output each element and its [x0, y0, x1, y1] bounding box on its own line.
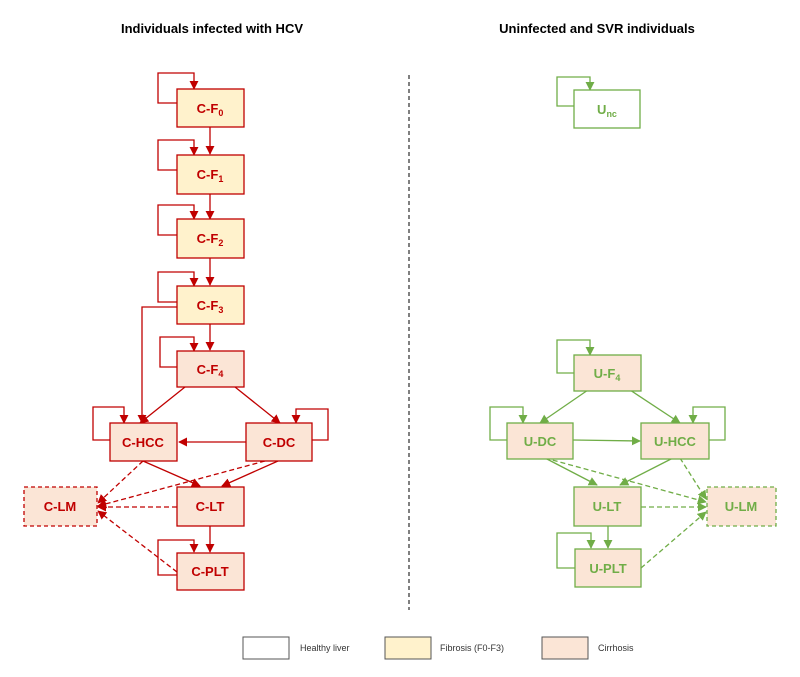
title-hcv: Individuals infected with HCV	[121, 21, 303, 36]
node-u-hcc: U-HCC	[640, 422, 710, 460]
svg-text:U-DC: U-DC	[524, 434, 557, 449]
node-c-hcc: C-HCC	[109, 422, 178, 462]
legend-item-cirrhosis: Cirrhosis	[541, 636, 634, 660]
node-c-plt: C-PLT	[176, 552, 245, 591]
svg-text:C-DC: C-DC	[263, 435, 296, 450]
svg-text:U-PLT: U-PLT	[589, 561, 626, 576]
svr-edges	[489, 76, 726, 569]
node-c-f0: C-F0	[176, 88, 245, 128]
svr-dashed-edges	[544, 457, 707, 569]
node-c-lm: C-LM	[23, 486, 98, 527]
hcv-edges	[92, 72, 329, 576]
legend-item-fibrosis: Fibrosis (F0-F3)	[384, 636, 504, 660]
svg-text:Fibrosis (F0-F3): Fibrosis (F0-F3)	[440, 643, 504, 653]
svg-text:C-F3: C-F3	[197, 298, 224, 315]
legend-item-healthy: Healthy liver	[242, 636, 350, 660]
svg-text:Healthy liver: Healthy liver	[300, 643, 350, 653]
svg-text:U-HCC: U-HCC	[654, 434, 696, 449]
node-c-f2: C-F2	[176, 218, 245, 259]
svg-text:C-LM: C-LM	[44, 499, 77, 514]
node-u-lm: U-LM	[706, 486, 777, 527]
svg-text:C-LT: C-LT	[196, 499, 225, 514]
svg-text:U-F4: U-F4	[594, 366, 621, 383]
svg-text:U-LM: U-LM	[725, 499, 758, 514]
node-c-f1: C-F1	[176, 154, 245, 195]
svg-text:Unc: Unc	[597, 102, 617, 119]
svg-text:C-PLT: C-PLT	[191, 564, 228, 579]
node-c-f3: C-F3	[176, 285, 245, 325]
legend: Healthy liver Fibrosis (F0-F3) Cirrhosis	[242, 636, 634, 660]
hcv-dashed-edges	[97, 460, 266, 573]
node-u-f4: U-F4	[573, 354, 642, 392]
svg-text:U-LT: U-LT	[593, 499, 622, 514]
node-u-nc: Unc	[573, 89, 641, 129]
svg-text:C-F0: C-F0	[197, 101, 224, 118]
svg-text:C-F4: C-F4	[197, 362, 224, 379]
node-c-f4: C-F4	[176, 350, 245, 388]
svg-text:C-F1: C-F1	[197, 167, 224, 184]
node-u-plt: U-PLT	[574, 548, 642, 588]
title-svr: Uninfected and SVR individuals	[499, 21, 695, 36]
node-c-dc: C-DC	[245, 422, 313, 462]
node-u-dc: U-DC	[506, 422, 574, 460]
svg-text:Cirrhosis: Cirrhosis	[598, 643, 634, 653]
svg-text:C-HCC: C-HCC	[122, 435, 164, 450]
node-u-lt: U-LT	[573, 486, 642, 527]
node-c-lt: C-LT	[176, 486, 245, 527]
svg-text:C-F2: C-F2	[197, 231, 224, 248]
